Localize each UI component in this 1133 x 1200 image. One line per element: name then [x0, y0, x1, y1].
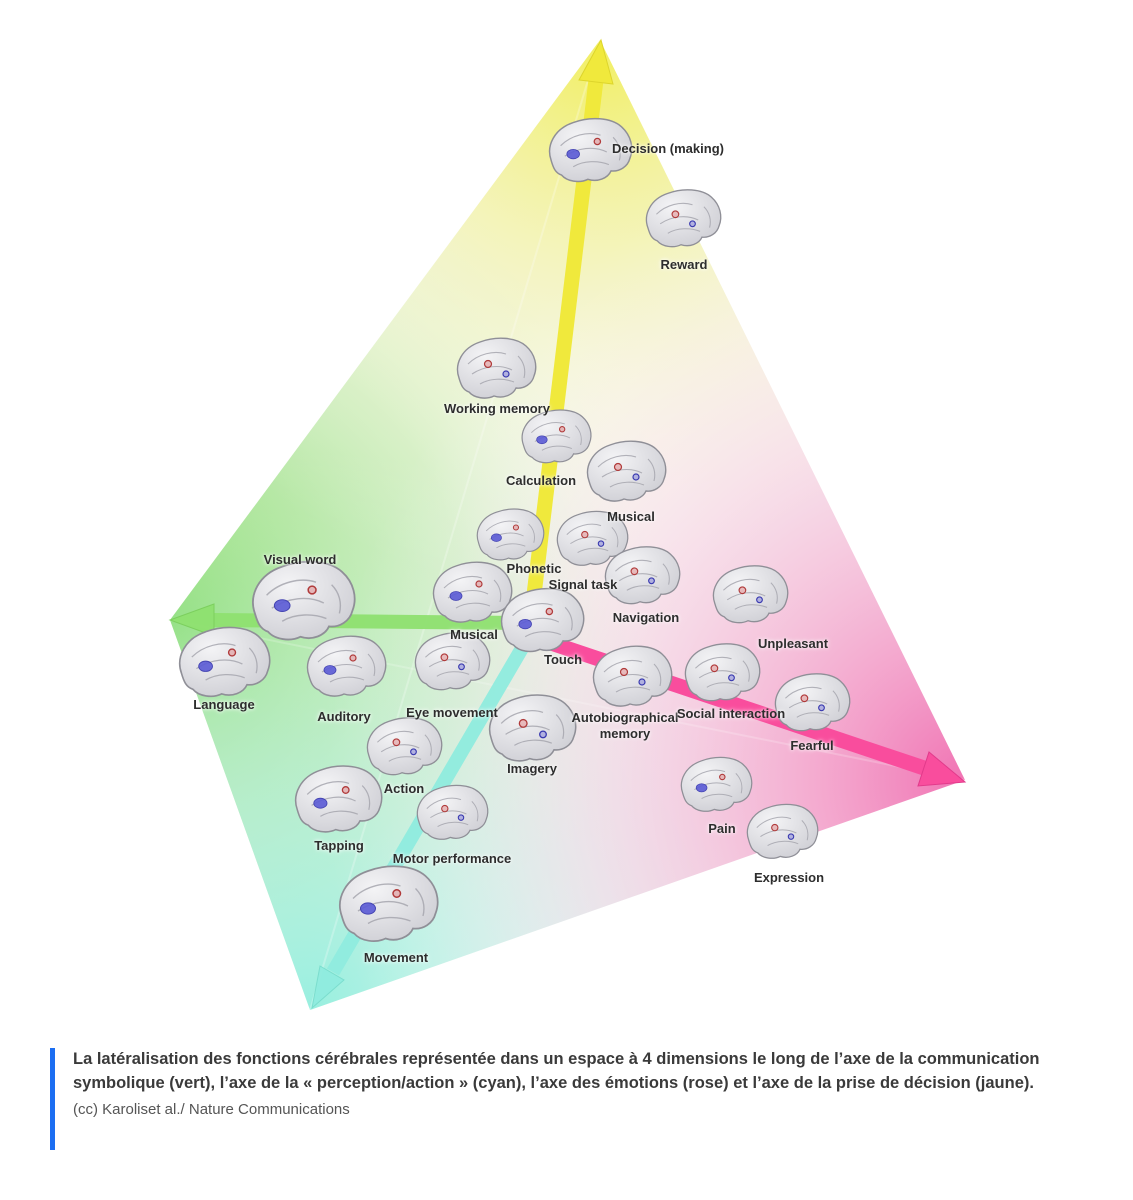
node-label-navigation: Navigation: [612, 610, 680, 625]
node-label-signal-task: Signal task: [548, 577, 618, 592]
node-label-visual-word: Visual word: [263, 552, 337, 567]
node-label-fearful: Fearful: [790, 738, 834, 753]
caption-accent-bar: [50, 1048, 55, 1150]
node-label-unpleasant: Unpleasant: [757, 636, 829, 651]
node-label-working-memory: Working memory: [444, 401, 550, 416]
caption-credit: (cc) Karoliset al./ Nature Communication…: [73, 1100, 350, 1118]
node-label-auditory: Auditory: [317, 709, 371, 724]
caption-texts: La latéralisation des fonctions cérébral…: [73, 1048, 1100, 1150]
node-label-decision: Decision (making): [612, 141, 724, 156]
node-label-movement: Movement: [363, 950, 429, 965]
node-label-tapping: Tapping: [314, 838, 364, 853]
node-label-social-interaction: Social interaction: [676, 706, 786, 721]
caption-block: La latéralisation des fonctions cérébral…: [50, 1048, 1100, 1150]
node-label-language: Language: [193, 697, 255, 712]
node-label-imagery: Imagery: [507, 761, 557, 776]
node-label-eye-movement: Eye movement: [406, 705, 498, 720]
brain-expression: [747, 804, 817, 858]
diagram-canvas: [168, 38, 967, 1011]
node-label-reward: Reward: [660, 257, 708, 272]
node-label-action: Action: [383, 781, 425, 796]
node-label-touch: Touch: [543, 652, 583, 667]
node-label-calculation: Calculation: [505, 473, 577, 488]
node-label-expression: Expression: [753, 870, 825, 885]
node-label-phonetic: Phonetic: [506, 561, 562, 576]
node-label-pain: Pain: [708, 821, 736, 836]
node-label-musical-upper: Musical: [607, 509, 655, 524]
node-label-motor-performance: Motor performance: [392, 851, 512, 866]
node-label-musical-lower: Musical: [450, 627, 498, 642]
brain-reward: [646, 190, 720, 247]
caption-text: La latéralisation des fonctions cérébral…: [73, 1050, 1040, 1092]
brain-tetrahedron-diagram: Decision (making) Reward Working memory …: [168, 38, 967, 1011]
node-label-autobiographical-memory: Autobiographical memory: [571, 710, 679, 742]
